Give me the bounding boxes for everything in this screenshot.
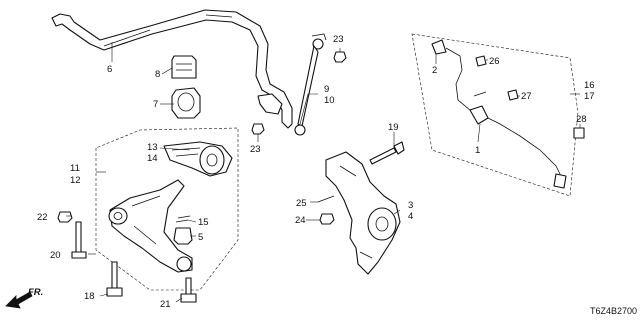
direction-label: FR. <box>28 287 43 298</box>
bolt-20[interactable] <box>71 221 87 259</box>
stabilizer-holder[interactable] <box>171 55 197 79</box>
callout-20: 20 <box>50 250 61 261</box>
callout-18: 18 <box>84 291 95 302</box>
callout-2: 2 <box>432 65 437 76</box>
bolt-18[interactable] <box>106 261 123 297</box>
callout-24: 24 <box>295 215 306 226</box>
callout-1: 1 <box>475 145 480 156</box>
callout-17: 17 <box>584 91 595 102</box>
callout-15: 15 <box>198 217 209 228</box>
bolt-19[interactable] <box>369 141 405 165</box>
sensor-assembly-outline <box>411 33 579 197</box>
nut-22[interactable] <box>57 211 73 223</box>
lower-arm[interactable] <box>108 179 193 273</box>
stabilizer-bushing[interactable] <box>171 87 201 119</box>
callout-12: 12 <box>70 175 81 186</box>
callout-4: 4 <box>408 211 413 222</box>
callout-16: 16 <box>584 80 595 91</box>
callout-9: 9 <box>324 84 329 95</box>
callout-25: 25 <box>296 198 307 209</box>
callout-23-lower: 23 <box>250 144 261 155</box>
snap-ring[interactable] <box>175 215 191 223</box>
diagram-code: T6Z4B2700 <box>590 306 637 316</box>
callout-23-upper: 23 <box>333 34 344 45</box>
link-bracket[interactable] <box>257 93 283 115</box>
nut-24[interactable] <box>319 213 335 225</box>
callout-8: 8 <box>155 69 160 80</box>
arrow-icon <box>5 291 33 309</box>
wheel-speed-sensor[interactable] <box>431 39 567 189</box>
callouts: 6 8 7 23 9 10 23 13 14 11 12 22 15 5 20 … <box>37 34 595 310</box>
callout-7: 7 <box>153 99 158 110</box>
leader-lines <box>66 42 581 303</box>
callout-3: 3 <box>408 200 413 211</box>
clip-28[interactable] <box>573 127 585 139</box>
nut-23-upper[interactable] <box>333 51 347 63</box>
clip-27[interactable] <box>507 89 519 101</box>
callout-13: 13 <box>147 142 158 153</box>
callout-10: 10 <box>324 95 335 106</box>
callout-19: 19 <box>388 122 399 133</box>
clip-26[interactable] <box>475 55 487 67</box>
callout-6: 6 <box>107 64 112 75</box>
steering-knuckle[interactable] <box>325 151 401 275</box>
lower-arm-assembly-outline <box>95 127 239 291</box>
callout-26: 26 <box>489 56 500 67</box>
callout-28: 28 <box>576 114 587 125</box>
front-direction-arrow: FR. <box>5 287 43 309</box>
bolt-21[interactable] <box>180 277 197 303</box>
callout-27: 27 <box>521 91 532 102</box>
callout-11: 11 <box>70 163 80 174</box>
callout-22: 22 <box>37 212 48 223</box>
cotter-pin[interactable] <box>317 195 335 203</box>
nut-23-lower[interactable] <box>251 123 265 135</box>
callout-21: 21 <box>160 299 171 310</box>
compliance-bushing[interactable] <box>163 141 233 177</box>
ball-joint-boot[interactable] <box>173 227 193 245</box>
callout-14: 14 <box>147 153 158 164</box>
stabilizer-link[interactable] <box>294 33 327 136</box>
callout-5: 5 <box>198 232 203 243</box>
